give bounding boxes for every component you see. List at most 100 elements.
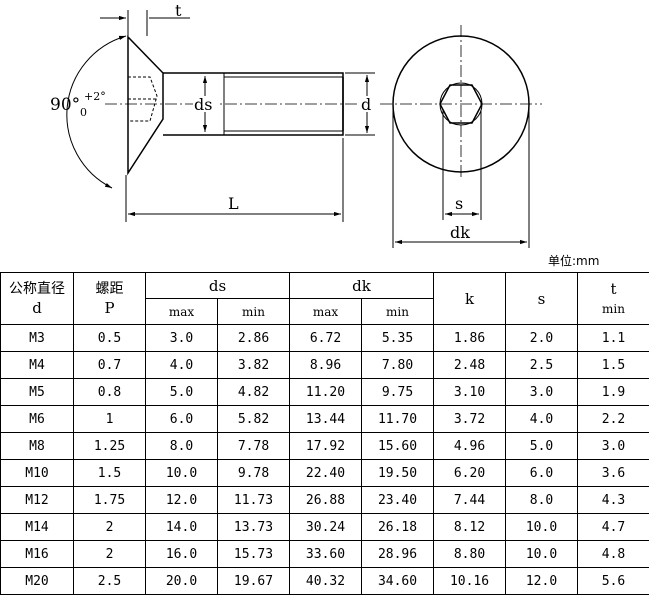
table-cell: 8.96 [289,351,362,379]
table-cell: 1 [73,405,146,433]
table-cell: M12 [0,486,74,514]
table-cell: M10 [0,459,74,487]
table-cell: 13.73 [217,513,290,541]
header-nominal: 公称直径 d [0,272,74,325]
table-cell: 5.82 [217,405,290,433]
dimension-t [100,10,190,36]
dim-ds-label: ds [194,95,212,114]
table-row: M8 1.25 8.0 7.78 17.92 15.60 4.96 5.0 3.… [0,432,649,460]
table-cell: 1.86 [433,324,507,352]
table-cell: 11.70 [360,405,435,433]
header-dk: dk [288,272,435,299]
table-cell: 7.78 [217,432,290,460]
table-cell: 6.72 [289,324,362,352]
header-t-min: min [602,301,625,316]
table-cell: M6 [0,405,74,433]
table-cell: 5.35 [360,324,435,352]
table-cell: 11.20 [289,378,362,406]
table-cell: 12.0 [145,486,218,514]
table-cell: 3.0 [577,432,649,460]
table-cell: 1.5 [577,351,649,379]
table-cell: 10.0 [505,513,579,541]
table-row: M4 0.7 4.0 3.82 8.96 7.80 2.48 2.5 1.5 [0,351,649,379]
header-t: t min [577,272,649,325]
table-cell: 5.6 [577,567,649,595]
table-cell: 1.5 [73,459,146,487]
table-cell: 6.0 [145,405,218,433]
dim-dk-label: dk [450,223,470,242]
table-cell: 2 [73,540,146,568]
table-cell: 4.96 [433,432,507,460]
table-cell: 3.72 [433,405,507,433]
table-cell: 30.24 [289,513,362,541]
table-cell: 4.82 [217,378,290,406]
table-cell: 2.48 [433,351,507,379]
header-pitch: 螺距 P [73,272,146,325]
table-cell: 3.0 [145,324,218,352]
table-cell: 10.16 [433,567,507,595]
table-cell: 6.20 [433,459,507,487]
table-cell: 4.8 [577,540,649,568]
table-cell: 10.0 [145,459,218,487]
header-ds: ds [145,272,290,299]
table-cell: M5 [0,378,74,406]
table-cell: 26.88 [289,486,362,514]
dim-d-label: d [361,95,371,114]
table-cell: 3.0 [505,378,579,406]
table-row: M12 1.75 12.0 11.73 26.88 23.40 7.44 8.0… [0,486,649,514]
table-cell: 8.0 [145,432,218,460]
angle-main-label: 90° [50,95,80,115]
table-cell: M3 [0,324,74,352]
header-ds-max: max [145,298,218,325]
table-row: M5 0.8 5.0 4.82 11.20 9.75 3.10 3.0 1.9 [0,378,649,406]
table-cell: 10.0 [505,540,579,568]
table-cell: 20.0 [145,567,218,595]
table-cell: 34.60 [360,567,435,595]
header-pitch-label: 螺距 [95,280,124,297]
table-cell: 3.10 [433,378,507,406]
dim-L-label: L [228,194,239,213]
table-cell: 28.96 [360,540,435,568]
header-dk-min: min [360,298,435,325]
header-nominal-symbol: d [32,298,42,317]
dimension-dk [392,108,530,248]
table-cell: 16.0 [145,540,218,568]
table-cell: 1.9 [577,378,649,406]
table-row: M10 1.5 10.0 9.78 22.40 19.50 6.20 6.0 3… [0,459,649,487]
header-dk-max: max [289,298,362,325]
table-row: M20 2.5 20.0 19.67 40.32 34.60 10.16 12.… [0,567,649,595]
table-cell: 15.73 [217,540,290,568]
header-nominal-label: 公称直径 [9,280,65,297]
table-row: M16 2 16.0 15.73 33.60 28.96 8.80 10.0 4… [0,540,649,568]
header-s: s [505,272,579,325]
angle-upper-tol: +2° [84,90,106,103]
table-cell: 4.7 [577,513,649,541]
unit-label: 单位:mm [548,254,600,268]
table-cell: M20 [0,567,74,595]
table-cell: 2.2 [577,405,649,433]
table-cell: 2.0 [505,324,579,352]
table-cell: 3.6 [577,459,649,487]
table-cell: 2.5 [505,351,579,379]
table-cell: 8.80 [433,540,507,568]
dimension-s [442,110,482,220]
table-cell: M14 [0,513,74,541]
dim-t-label: t [175,1,182,20]
table-row: M6 1 6.0 5.82 13.44 11.70 3.72 4.0 2.2 [0,405,649,433]
table-cell: 26.18 [360,513,435,541]
table-cell: M8 [0,432,74,460]
table-cell: 1.1 [577,324,649,352]
table-cell: 2.5 [73,567,146,595]
table-cell: 4.0 [505,405,579,433]
table-cell: 19.50 [360,459,435,487]
table-cell: 9.75 [360,378,435,406]
table-cell: 2.86 [217,324,290,352]
angle-lower-tol: 0 [80,106,87,119]
top-view [380,25,542,180]
table-cell: 40.32 [289,567,362,595]
spec-table: 公称直径 d 螺距 P ds dk k s t min max min max … [0,272,649,595]
dimension-L [125,138,344,222]
table-cell: 2 [73,513,146,541]
table-cell: 17.92 [289,432,362,460]
table-cell: 11.73 [217,486,290,514]
